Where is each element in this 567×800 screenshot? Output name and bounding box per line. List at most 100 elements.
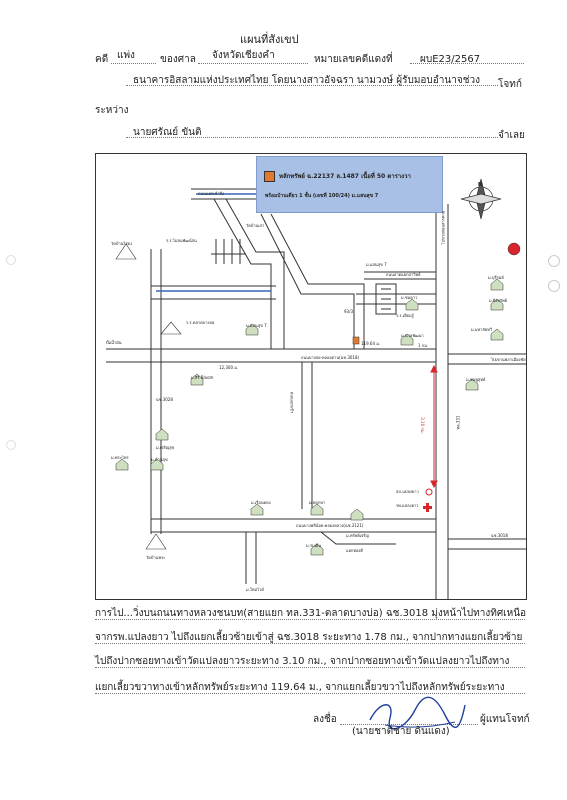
court-label: ของศาล <box>160 54 196 65</box>
house-icon <box>190 373 204 386</box>
temple-icon <box>160 321 182 335</box>
map-roads-svg <box>106 178 526 599</box>
house-icon <box>115 458 129 471</box>
label-moo-prea: ม.พระไทร <box>111 455 129 460</box>
label-temple-sign: ร.ร.เยียนรู้ <box>396 313 414 318</box>
house-icon <box>490 278 504 291</box>
house-icon <box>350 508 364 521</box>
label-market: ร.ร.ตลาดบางบ่อ <box>186 320 215 325</box>
label-119: 119.64 ม. <box>361 341 381 346</box>
label-wat-ban-kao: วัดบ้านเก่า <box>246 223 265 228</box>
label-moo-ruan: ม.เรือนทอง <box>251 500 271 505</box>
logo-icon <box>507 242 521 256</box>
label-road-mid: ถนนลาดแยกสาวิทย์ <box>386 272 421 277</box>
signature-dots <box>340 724 478 725</box>
directions-line-4: แยกเลี้ยวขวาทางเข้าหลักทรัพย์ระยะทาง 119… <box>95 682 505 693</box>
label-moo-yingsap: ม.ยิ่งทรัพย์ <box>489 298 507 303</box>
black-case-no: ผบE23/2567 <box>420 54 481 65</box>
court-name-dots <box>198 63 308 64</box>
house-icon <box>490 298 504 311</box>
black-case-label: หมายเลขคดีแดงที่ <box>314 54 393 65</box>
signature-name: (นายชาติชาย ดินแดง) <box>352 726 450 737</box>
label-road-south: ถนนบางพลีน้อย-คลองหลวง(ฉช.3121) <box>296 523 364 528</box>
page-title: แผนที่สังเขป <box>240 33 299 46</box>
defendant-dots <box>126 137 498 138</box>
directions-line-1: การไป...วิ่งบนถนนทางหลวงชนบท(สายแยก ทล.3… <box>95 608 527 619</box>
property-legend-square <box>264 171 275 182</box>
binder-hole-left2 <box>6 440 16 450</box>
sketch-map: หลักทรัพย์ ฉ.22137 ล.1487 เนื้อที่ 50 ตา… <box>95 153 527 600</box>
label-moo-chom: ม.ชมพูสุทธ์ <box>466 377 486 382</box>
label-moo-siri: ม.สิริ Bloom <box>191 375 214 380</box>
label-right-top: ไปทางพนมสารคาม <box>440 210 446 245</box>
label-school-rv: ร.ร.ไม่ลมพัฒน์สน <box>166 238 197 243</box>
directions-dots-3 <box>95 667 525 668</box>
case-type: แพ่ง <box>117 50 135 61</box>
binder-hole-top <box>548 255 560 267</box>
distance-arrow <box>430 364 438 489</box>
signature-role: ผู้แทนโจทก์ <box>480 714 530 725</box>
house-icon <box>465 378 479 391</box>
label-1km: 1 กม. <box>418 343 429 348</box>
court-name: จังหวัดเชียงคำ <box>212 50 275 61</box>
label-moo-sap: ม.ทรัพย์เจริญ <box>346 533 369 538</box>
binder-hole-bottom <box>548 280 560 292</box>
label-dist-1780: 12,300 ม. <box>219 365 239 370</box>
label-road-top: ถนนแยกเข้าถึง <box>198 191 224 196</box>
label-moo-s: ม.เจริญสุข <box>156 445 175 450</box>
house-icon <box>405 298 419 311</box>
label-nprae: ถนนแยกเข้า <box>289 391 295 414</box>
directions-line-2: จากรพ.แปลงยาว ไปถึงแยกเลี้ยวซ้ายเข้าสู่ … <box>95 632 523 643</box>
house-icon <box>155 428 169 441</box>
plaintiff-role: โจทก์ <box>498 79 522 90</box>
directions-dots-2 <box>95 643 525 644</box>
defendant-name: นายศรัณย์ ขันติ <box>133 127 202 138</box>
house-icon <box>310 543 324 556</box>
callout-line1: หลักทรัพย์ ฉ.22137 ล.1487 เนื้อที่ 50 ตา… <box>279 173 411 180</box>
label-dist-310: 3.10 กม. <box>419 417 425 434</box>
compass-icon <box>460 178 502 220</box>
defendant-role: จำเลย <box>498 130 525 141</box>
label-moo-mahal: ม.มหาลัยทวี <box>471 327 493 332</box>
signature-scribble <box>369 696 466 730</box>
temple-icon <box>145 533 167 550</box>
house-icon <box>250 503 264 516</box>
directions-line-3: ไปถึงปากซอยทางเข้าวัดแปลงยาวระยะทาง 3.10… <box>95 656 510 667</box>
plaintiff-dots <box>126 85 498 86</box>
label-moo-south2: ม.ใหม่ไวด์ <box>246 587 264 592</box>
binder-hole-left1 <box>6 255 16 265</box>
label-north: N <box>478 182 483 188</box>
house-icon <box>245 323 259 336</box>
directions-dots-1 <box>95 619 525 620</box>
label-ch331: ทล.331 <box>455 415 461 430</box>
black-case-dots <box>410 63 524 64</box>
police-icon <box>425 488 433 496</box>
label-police: สภ.แปลงยาว <box>396 489 419 494</box>
case-type-dots <box>111 63 156 64</box>
directions-dots-4 <box>95 693 525 694</box>
house-icon <box>400 333 414 346</box>
plaintiff-name: ธนาคารอิสลามแห่งประเทศไทย โดยนางสาวอัจฉร… <box>133 75 480 86</box>
label-road-main: ถนนบางบ่อ-คลองด่าน(ฉช.3018) <box>301 355 360 360</box>
label-wat-ban-rai: วัดบ้านไร่ดง <box>111 241 133 246</box>
property-callout: หลักทรัพย์ ฉ.22137 ล.1487 เนื้อที่ 50 ตา… <box>256 156 443 213</box>
temple-icon <box>115 243 137 260</box>
case-prefix: คดี <box>95 54 109 65</box>
label-moo-chomdao: ม.ชมดาว <box>401 295 418 300</box>
label-right-mid: ไปเขานพภาเมืองชัย <box>491 357 526 362</box>
label-ch3121: ฉช.3018 <box>491 533 508 538</box>
label-hospital: รพ.แปลงยาว <box>396 503 419 508</box>
house-icon <box>490 328 504 341</box>
label-moo-buri: ม.บุรีรมย์ <box>488 275 504 280</box>
hospital-cross-icon <box>423 503 432 512</box>
signature-prefix: ลงชื่อ <box>313 714 337 725</box>
label-moo-nuan: ม.นวลพัฒนา <box>401 333 424 338</box>
callout-line2: พร้อมบ้านเดี่ยว 1 ชั้น (เลขที่ 100/24) ม… <box>265 193 379 199</box>
label-gas: ปั้มน้ำมัน <box>106 340 122 345</box>
label-ch3028: ฉช.3028 <box>156 397 173 402</box>
property-marker <box>352 336 360 345</box>
label-moo-pruks: ม.พฤกษา <box>309 500 326 505</box>
label-moo-saensuk7: ม.แสนสุข 7 <box>366 262 387 267</box>
house-icon <box>310 503 324 516</box>
label-moo-saensuk7b: ม.แสนสุข 7 <box>246 323 267 328</box>
